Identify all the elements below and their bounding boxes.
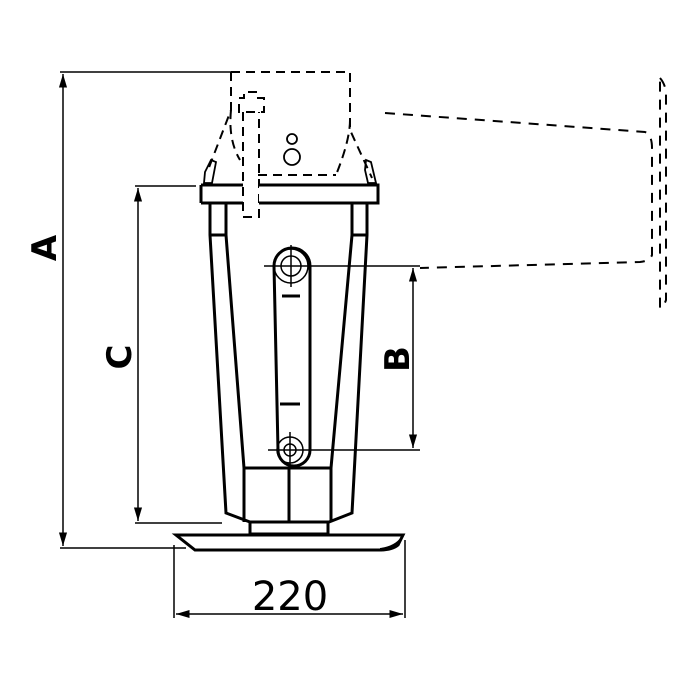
dimension-b <box>312 265 420 451</box>
dimension-a-label: A <box>25 234 65 261</box>
pivot-pins <box>264 245 318 466</box>
foot-plate-shade <box>380 535 403 550</box>
dimension-b-label: B <box>378 346 418 372</box>
dimension-a <box>58 71 231 549</box>
dimension-width-label: 220 <box>252 574 328 620</box>
bracket-clips <box>203 158 378 184</box>
mounting-bracket-hidden <box>207 71 373 218</box>
top-plate <box>199 183 380 205</box>
bracket-holes <box>283 133 301 166</box>
alternate-position-hidden <box>384 77 667 310</box>
dimension-width <box>173 540 406 619</box>
outer-housing <box>208 203 369 524</box>
dimension-c <box>133 185 222 524</box>
inner-link <box>272 246 312 468</box>
dimension-c-label: C <box>100 345 140 370</box>
foot-plate <box>171 520 406 552</box>
